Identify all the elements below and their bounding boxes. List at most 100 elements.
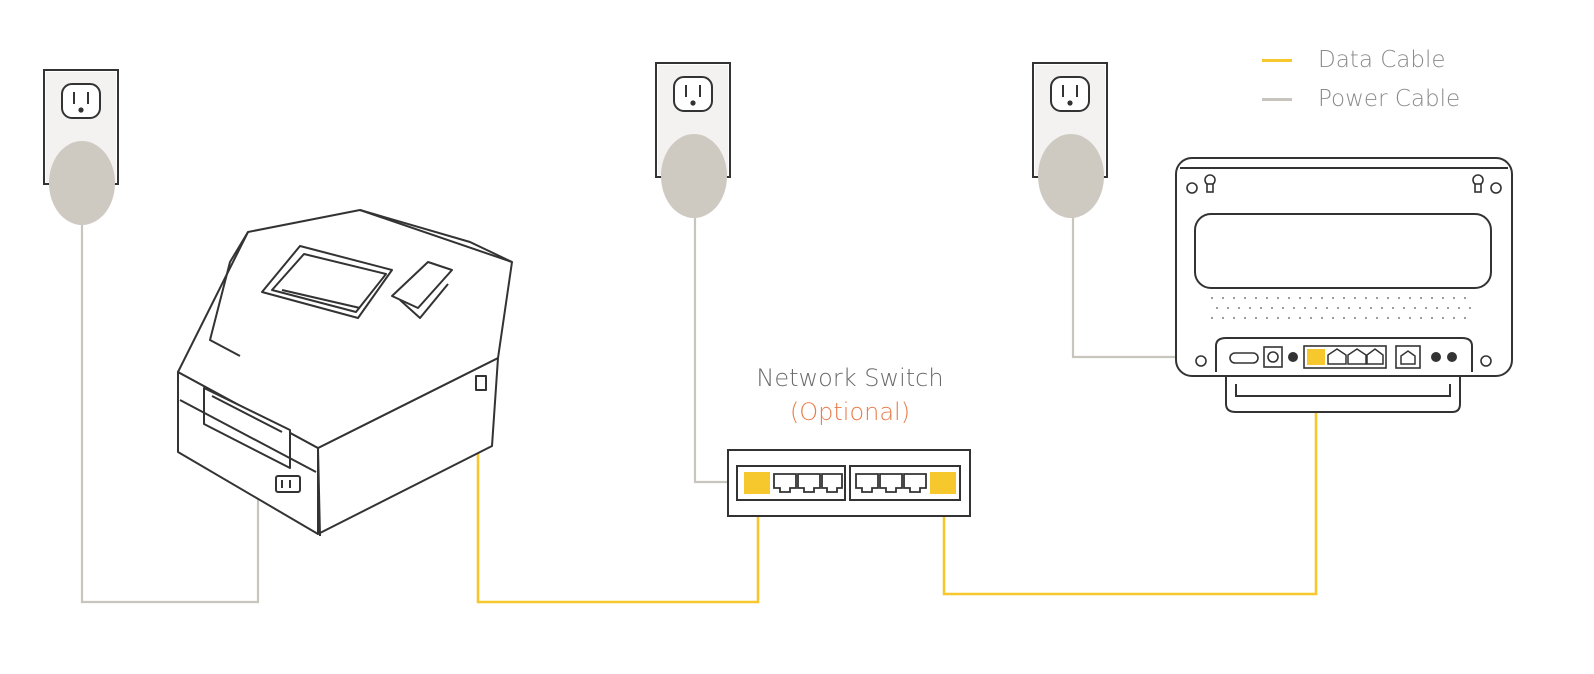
vent-dot: [1222, 317, 1224, 319]
power-plug: [661, 134, 727, 218]
vent-dot: [1293, 307, 1295, 309]
power-cable-printer: [80, 222, 260, 604]
vent-dot: [1266, 297, 1268, 299]
wall-outlet-3: [1032, 62, 1108, 218]
vent-dot: [1425, 307, 1427, 309]
outlet-socket-icon: [1050, 76, 1090, 112]
vent-dot: [1244, 297, 1246, 299]
vent-dot: [1332, 317, 1334, 319]
power-plug: [1038, 134, 1104, 218]
power-plug: [49, 141, 115, 225]
vent-dot: [1277, 317, 1279, 319]
vent-dot: [1409, 317, 1411, 319]
vent-dots: [1211, 297, 1471, 319]
vent-dot: [1464, 297, 1466, 299]
vent-dot: [1359, 307, 1361, 309]
vent-dot: [1464, 317, 1466, 319]
vent-dot: [1326, 307, 1328, 309]
vent-dot: [1332, 297, 1334, 299]
data-cable-switch-router: [942, 366, 1318, 596]
wall-outlet-1: [43, 69, 119, 225]
legend-label: Power Cable: [1318, 86, 1461, 112]
vent-dot: [1315, 307, 1317, 309]
vent-dot: [1282, 307, 1284, 309]
vent-dot: [1469, 307, 1471, 309]
vent-dot: [1442, 317, 1444, 319]
vent-dot: [1304, 307, 1306, 309]
vent-dot: [1381, 307, 1383, 309]
vent-dot: [1348, 307, 1350, 309]
vent-dot: [1376, 317, 1378, 319]
vent-dot: [1337, 307, 1339, 309]
wall-outlet-2: [655, 62, 731, 218]
legend-swatch-data: [1262, 58, 1292, 62]
vent-dot: [1398, 297, 1400, 299]
legend-item-power-cable: Power Cable: [1262, 84, 1460, 114]
vent-dot: [1216, 307, 1218, 309]
outlet-socket-icon: [673, 76, 713, 112]
vent-dot: [1233, 317, 1235, 319]
vent-dot: [1447, 307, 1449, 309]
vent-dot: [1260, 307, 1262, 309]
vent-dot: [1403, 307, 1405, 309]
vent-dot: [1453, 297, 1455, 299]
vent-dot: [1222, 297, 1224, 299]
network-switch-optional-note: (Optional): [789, 398, 911, 426]
vent-dot: [1238, 307, 1240, 309]
vent-dot: [1288, 297, 1290, 299]
vent-dot: [1299, 297, 1301, 299]
vent-dot: [1271, 307, 1273, 309]
vent-dot: [1409, 297, 1411, 299]
vent-dot: [1365, 317, 1367, 319]
vent-dot: [1310, 317, 1312, 319]
vent-dot: [1244, 317, 1246, 319]
network-switch-title: Network Switch: [756, 364, 944, 392]
vent-dot: [1277, 297, 1279, 299]
vent-dot: [1321, 297, 1323, 299]
power-cable-switch: [693, 216, 728, 484]
vent-dot: [1211, 297, 1213, 299]
vent-dot: [1354, 317, 1356, 319]
legend-swatch-power: [1262, 97, 1292, 101]
router: [1175, 157, 1513, 413]
vent-dot: [1442, 297, 1444, 299]
switch-port-active: [930, 472, 956, 494]
vent-dot: [1227, 307, 1229, 309]
vent-dot: [1392, 307, 1394, 309]
vent-dot: [1354, 297, 1356, 299]
vent-dot: [1288, 317, 1290, 319]
mount-hole-icon: [1186, 174, 1502, 194]
vent-dot: [1321, 317, 1323, 319]
vent-dot: [1255, 297, 1257, 299]
vent-dot: [1370, 307, 1372, 309]
vent-dot: [1376, 297, 1378, 299]
vent-dot: [1266, 317, 1268, 319]
vent-dot: [1249, 307, 1251, 309]
vent-dot: [1387, 317, 1389, 319]
vent-dot: [1233, 297, 1235, 299]
switch-port-active: [744, 472, 770, 494]
receipt-printer: [177, 209, 513, 537]
legend-label: Data Cable: [1318, 47, 1446, 73]
vent-dot: [1431, 317, 1433, 319]
router-port-active: [1307, 349, 1325, 365]
vent-dot: [1431, 297, 1433, 299]
vent-dot: [1414, 307, 1416, 309]
outlet-socket-icon: [61, 83, 101, 119]
legend-item-data-cable: Data Cable: [1262, 45, 1446, 75]
vent-dot: [1365, 297, 1367, 299]
data-cable-printer-switch: [476, 382, 760, 604]
vent-dot: [1453, 317, 1455, 319]
vent-dot: [1398, 317, 1400, 319]
vent-dot: [1299, 317, 1301, 319]
vent-dot: [1255, 317, 1257, 319]
vent-dot: [1387, 297, 1389, 299]
vent-dot: [1420, 297, 1422, 299]
vent-dot: [1310, 297, 1312, 299]
vent-dot: [1458, 307, 1460, 309]
vent-dot: [1420, 317, 1422, 319]
vent-dot: [1343, 317, 1345, 319]
vent-dot: [1343, 297, 1345, 299]
vent-dot: [1211, 317, 1213, 319]
